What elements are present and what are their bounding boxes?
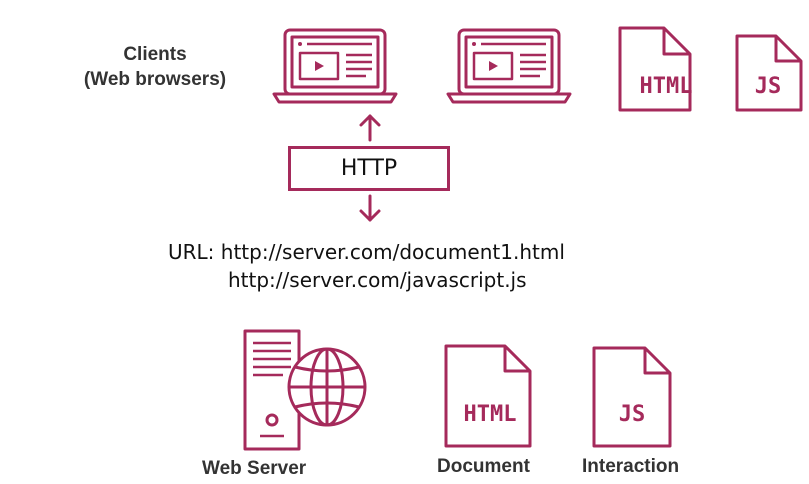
http-label: HTTP bbox=[340, 156, 398, 181]
js-file-label: JS bbox=[755, 74, 782, 99]
html-file-icon: HTML bbox=[618, 26, 693, 112]
html-file-label: HTML bbox=[640, 74, 693, 99]
url-line1: URL: http://server.com/document1.html bbox=[168, 240, 565, 264]
interaction-file-label: JS bbox=[619, 402, 646, 427]
arrow-up-icon bbox=[359, 114, 381, 142]
clients-label: Clients (Web browsers) bbox=[40, 42, 270, 92]
js-file-icon: JS bbox=[735, 34, 803, 112]
globe-icon bbox=[287, 347, 367, 427]
web-server-caption: Web Server bbox=[202, 458, 307, 479]
arrow-down-icon bbox=[359, 194, 381, 222]
document-caption: Document bbox=[437, 456, 530, 477]
document-file-label: HTML bbox=[464, 402, 517, 427]
clients-label-line2: (Web browsers) bbox=[83, 69, 227, 90]
document-file-icon: HTML bbox=[444, 344, 532, 448]
laptop-icon bbox=[272, 28, 398, 104]
interaction-caption: Interaction bbox=[582, 456, 680, 477]
http-box: HTTP bbox=[288, 146, 450, 191]
laptop-icon bbox=[446, 28, 572, 104]
interaction-file-icon: JS bbox=[592, 346, 672, 448]
clients-label-line1: Clients bbox=[123, 44, 187, 65]
url-text: URL: http://server.com/document1.html ht… bbox=[150, 238, 620, 294]
url-line2: http://server.com/javascript.js bbox=[228, 268, 527, 292]
